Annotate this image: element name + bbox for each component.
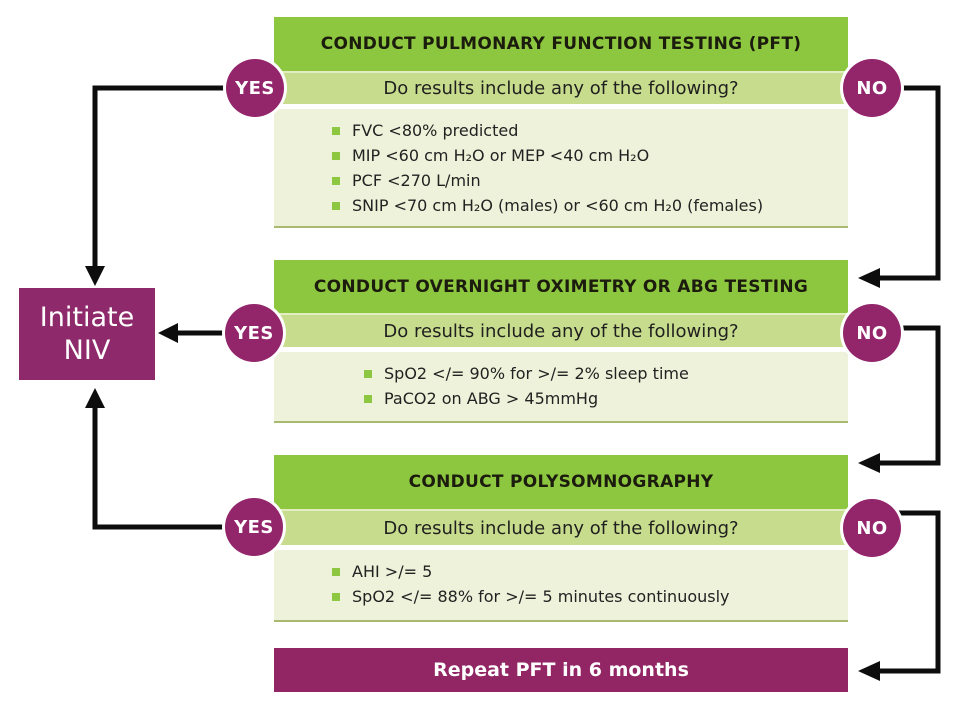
bullet-square-icon bbox=[364, 395, 372, 403]
arrow-yes2-to-niv-right bbox=[158, 323, 228, 343]
arrow-no1-to-box2 bbox=[858, 85, 941, 288]
criteria-text: MIP <60 cm H₂O or MEP <40 cm H₂O bbox=[352, 146, 650, 165]
criteria-text: SpO2 </= 90% for >/= 2% sleep time bbox=[384, 364, 689, 383]
criteria-item: SNIP <70 cm H₂O (males) or <60 cm H₂0 (f… bbox=[332, 193, 838, 218]
criteria-text: PaCO2 on ABG > 45mmHg bbox=[384, 389, 599, 408]
bullet-square-icon bbox=[332, 568, 340, 576]
pft-box-question: Do results include any of the following? bbox=[274, 71, 848, 104]
arrow-yes1-to-niv-top bbox=[85, 85, 228, 286]
criteria-text: SpO2 </= 88% for >/= 5 minutes continuou… bbox=[352, 587, 730, 606]
bullet-square-icon bbox=[332, 202, 340, 210]
arrow-yes3-to-niv-bottom bbox=[85, 388, 228, 530]
criteria-text: PCF <270 L/min bbox=[352, 171, 481, 190]
bullet-square-icon bbox=[364, 370, 372, 378]
bullet-square-icon bbox=[332, 127, 340, 135]
bullet-square-icon bbox=[332, 177, 340, 185]
criteria-item: MIP <60 cm H₂O or MEP <40 cm H₂O bbox=[332, 143, 838, 168]
polysomnography-test-box: CONDUCT POLYSOMNOGRAPHY Do results inclu… bbox=[274, 455, 848, 622]
polysomnography-box-title: CONDUCT POLYSOMNOGRAPHY bbox=[274, 455, 848, 509]
pft-box-title: CONDUCT PULMONARY FUNCTION TESTING (PFT) bbox=[274, 17, 848, 71]
bullet-square-icon bbox=[332, 152, 340, 160]
oximetry-box-title: CONDUCT OVERNIGHT OXIMETRY OR ABG TESTIN… bbox=[274, 260, 848, 313]
polysomnography-no-node: NO bbox=[843, 499, 901, 557]
polysomnography-box-criteria: AHI >/= 5 SpO2 </= 88% for >/= 5 minutes… bbox=[274, 550, 848, 622]
oximetry-no-node: NO bbox=[843, 304, 901, 362]
criteria-item: SpO2 </= 90% for >/= 2% sleep time bbox=[364, 361, 838, 386]
polysomnography-yes-node: YES bbox=[225, 498, 283, 556]
criteria-item: FVC <80% predicted bbox=[332, 118, 838, 143]
polysomnography-box-question: Do results include any of the following? bbox=[274, 509, 848, 545]
pft-yes-node: YES bbox=[226, 59, 284, 117]
bullet-square-icon bbox=[332, 593, 340, 601]
oximetry-box-criteria: SpO2 </= 90% for >/= 2% sleep time PaCO2… bbox=[274, 352, 848, 423]
criteria-item: AHI >/= 5 bbox=[332, 559, 838, 584]
criteria-text: FVC <80% predicted bbox=[352, 121, 519, 140]
criteria-item: SpO2 </= 88% for >/= 5 minutes continuou… bbox=[332, 584, 838, 609]
oximetry-abg-test-box: CONDUCT OVERNIGHT OXIMETRY OR ABG TESTIN… bbox=[274, 260, 848, 423]
oximetry-yes-node: YES bbox=[225, 304, 283, 362]
pft-box-criteria: FVC <80% predicted MIP <60 cm H₂O or MEP… bbox=[274, 109, 848, 228]
initiate-niv-box: Initiate NIV bbox=[19, 288, 155, 380]
criteria-item: PaCO2 on ABG > 45mmHg bbox=[364, 386, 838, 411]
pft-test-box: CONDUCT PULMONARY FUNCTION TESTING (PFT)… bbox=[274, 17, 848, 228]
criteria-text: AHI >/= 5 bbox=[352, 562, 433, 581]
pft-no-node: NO bbox=[843, 59, 901, 117]
criteria-text: SNIP <70 cm H₂O (males) or <60 cm H₂0 (f… bbox=[352, 196, 764, 215]
oximetry-box-question: Do results include any of the following? bbox=[274, 313, 848, 347]
repeat-pft-bar: Repeat PFT in 6 months bbox=[274, 648, 848, 692]
criteria-item: PCF <270 L/min bbox=[332, 168, 838, 193]
